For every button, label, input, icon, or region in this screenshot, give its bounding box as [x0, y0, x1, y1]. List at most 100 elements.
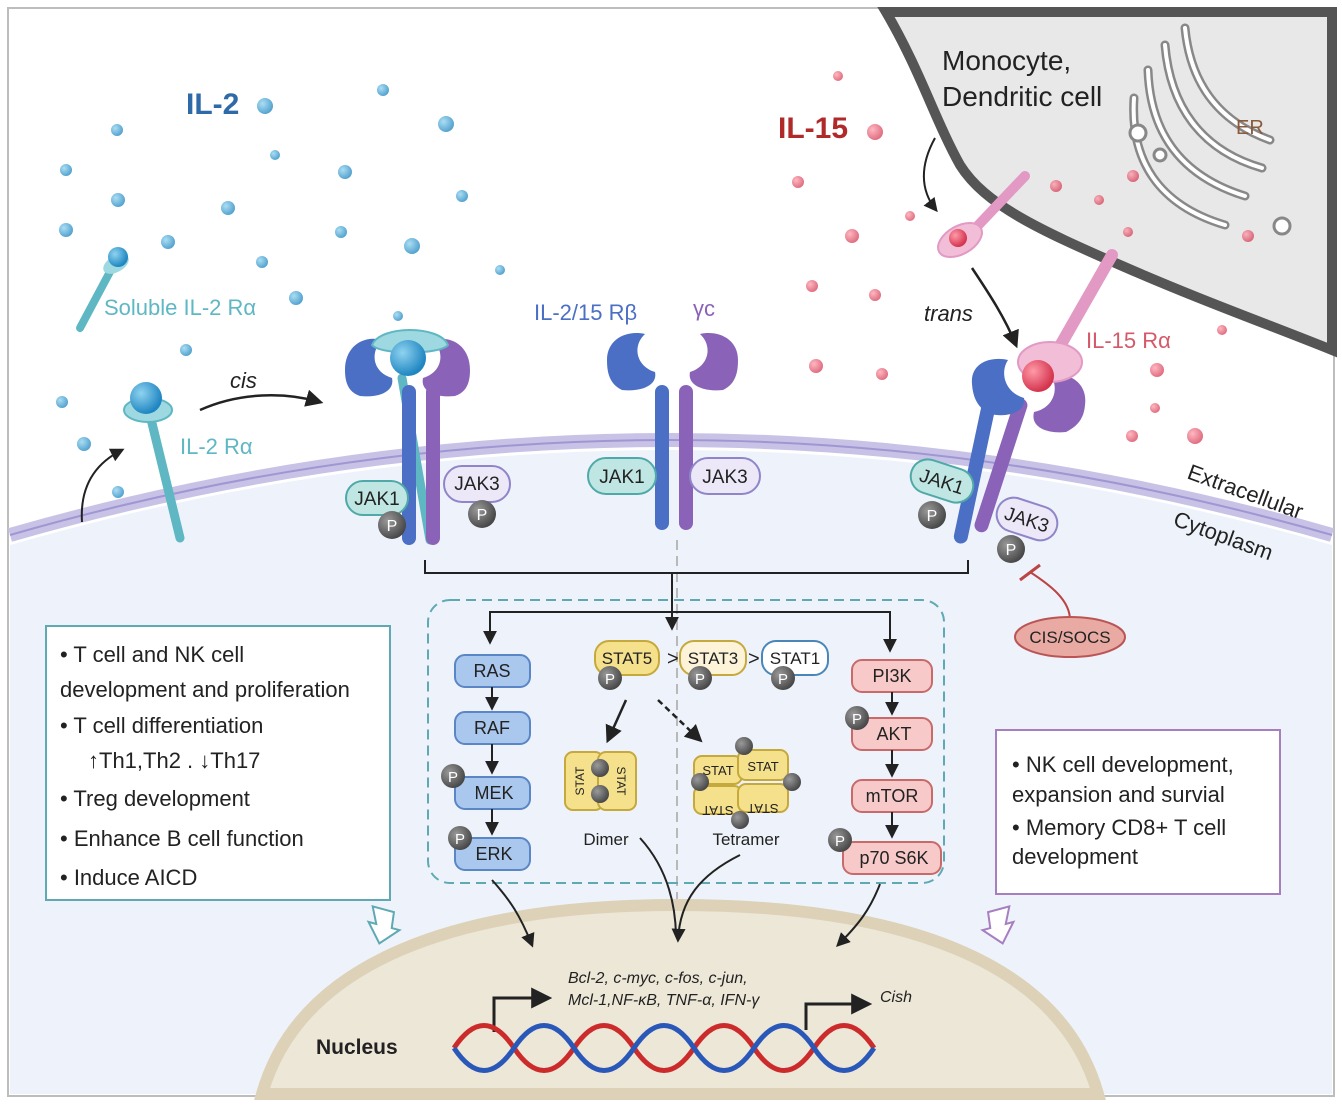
svg-text:STAT5: STAT5: [602, 649, 652, 668]
node-stat5: STAT5 P: [594, 640, 660, 690]
il2-effects-box: [45, 625, 391, 901]
dna-strand-red: [451, 1023, 877, 1073]
arrow-to-dimer: [605, 699, 628, 744]
svg-text:ERK: ERK: [475, 844, 512, 864]
genes-line-2: Mcl-1,NF-κB, TNF-α, IFN-γ: [568, 992, 760, 1009]
svg-text:RAF: RAF: [474, 718, 510, 738]
cell-label-line1: Monocyte,: [942, 45, 1071, 76]
arrow-stat-nucleus: [671, 854, 741, 943]
il2-effect-line: • T cell differentiation: [60, 713, 263, 738]
node-erk: ERK P: [448, 826, 531, 871]
svg-text:P: P: [1006, 542, 1017, 559]
stat-separator-1: >: [667, 648, 679, 670]
svg-text:P: P: [477, 507, 488, 524]
il15-effect-line: • NK cell development,: [1012, 752, 1234, 777]
jak3-free: JAK3: [689, 457, 761, 495]
cell-label-line2: Dendritic cell: [942, 81, 1102, 112]
cish-gene: Cish: [880, 989, 912, 1006]
il2-effect-line: • Enhance B cell function: [60, 826, 304, 851]
dimer-label: Dimer: [583, 830, 629, 849]
svg-text:P: P: [605, 671, 615, 688]
node-stat3: STAT3 P: [679, 640, 747, 690]
signaling-box: [427, 599, 945, 884]
svg-text:P: P: [835, 833, 845, 850]
node-mek: MEK P: [441, 764, 531, 810]
promoter-arrow-1: [492, 987, 553, 1032]
gammac-label: γc: [693, 296, 715, 321]
node-raf: RAF: [454, 711, 531, 745]
jak1-il15: JAK1: [909, 458, 975, 504]
il15-effect-line: expansion and survial: [1012, 782, 1225, 807]
cis-label: cis: [230, 368, 257, 393]
phospho-jak1-il2: P: [378, 511, 406, 539]
svg-text:JAK3: JAK3: [454, 474, 499, 495]
il2-title: IL-2: [186, 88, 239, 121]
node-stat1: STAT1 P: [761, 640, 829, 690]
il2ra-recycle-arrow: [80, 448, 125, 523]
svg-text:mTOR: mTOR: [866, 786, 919, 806]
il2-15rb-gammac-dimer: [607, 333, 738, 530]
phospho-jak3-il15: P: [997, 535, 1025, 563]
node-mtor: mTOR: [851, 779, 933, 813]
il15ra-label: IL-15 Rα: [1086, 328, 1171, 353]
svg-text:STAT: STAT: [747, 759, 778, 774]
svg-text:STAT: STAT: [702, 803, 733, 818]
il2-effect-line: • Induce AICD: [60, 865, 197, 890]
svg-text:JAK3: JAK3: [702, 467, 747, 488]
stat-tetramer: STAT STAT STAT STAT: [691, 737, 801, 829]
svg-text:P: P: [695, 671, 705, 688]
svg-text:STAT: STAT: [614, 767, 628, 797]
presentation-arrow: [922, 137, 938, 213]
svg-text:STAT: STAT: [747, 801, 778, 816]
il15ra-on-presenting-cell: [937, 171, 1030, 259]
il15-effects-arrow: [980, 905, 1016, 945]
il2-effect-line: development and proliferation: [60, 677, 350, 702]
svg-text:P: P: [778, 671, 788, 688]
svg-text:PI3K: PI3K: [872, 666, 911, 686]
svg-text:STAT1: STAT1: [770, 649, 820, 668]
svg-text:AKT: AKT: [876, 724, 911, 744]
svg-text:CIS/SOCS: CIS/SOCS: [1029, 628, 1110, 647]
jak3-il2: JAK3: [443, 465, 511, 503]
il2-15rb-label: IL-2/15 Rβ: [534, 300, 637, 325]
jak1-free: JAK1: [587, 457, 657, 495]
il2-cytokine-dots: [56, 84, 505, 498]
svg-text:P: P: [852, 711, 862, 728]
cis-arrow: [199, 389, 324, 412]
il2-receptor-complex: [345, 329, 470, 545]
il15-title: IL-15: [778, 112, 848, 145]
il15-effect-line: • Memory CD8+ T cell: [1012, 815, 1226, 840]
il2ra-receptor: [123, 382, 185, 543]
svg-text:P: P: [448, 769, 458, 786]
il2-effect-line: • T cell and NK cell: [60, 642, 244, 667]
node-akt: AKT P: [845, 706, 933, 751]
il2-effects-arrow: [366, 905, 402, 945]
trans-arrow: [970, 267, 1019, 349]
arrow-p70-nucleus: [836, 883, 881, 947]
receptor-bracket: [424, 560, 969, 574]
trans-label: trans: [924, 301, 973, 326]
node-ras: RAS: [454, 654, 531, 688]
genes-line-1: Bcl-2, c-myc, c-fos, c-jun,: [568, 970, 748, 987]
tetramer-label: Tetramer: [712, 830, 779, 849]
svg-text:RAS: RAS: [473, 661, 510, 681]
il2ra-label: IL-2 Rα: [180, 434, 253, 459]
cis-socs: CIS/SOCS: [1014, 616, 1126, 658]
svg-text:MEK: MEK: [474, 783, 513, 803]
il2-effect-line: ↑Th1,Th2 . ↓Th17: [88, 748, 260, 773]
svg-text:p70 S6K: p70 S6K: [859, 848, 928, 868]
il15-receptor-complex: [953, 249, 1118, 544]
svg-text:P: P: [387, 518, 398, 535]
il15-effect-line: development: [1012, 844, 1138, 869]
stat-separator-2: >: [748, 648, 760, 670]
dna-strand-blue: [451, 1023, 877, 1073]
arrow-to-ras: [483, 607, 673, 645]
phospho-jak1-il15: P: [918, 501, 946, 529]
arrow-to-pi3k: [672, 611, 897, 653]
monocyte-dendritic-cell: [877, 7, 1337, 358]
il15-effects-box: [995, 729, 1281, 895]
promoter-arrow-2: [804, 993, 873, 1030]
svg-text:P: P: [455, 831, 465, 848]
node-p70s6k: p70 S6K P: [828, 828, 942, 875]
